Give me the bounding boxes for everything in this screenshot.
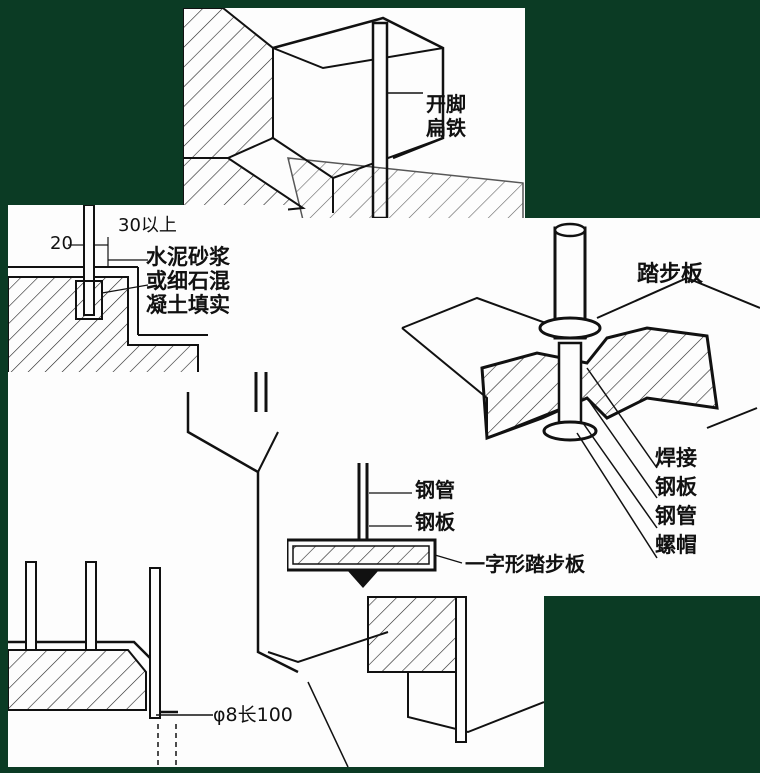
label-open-foot: 开脚: [426, 92, 466, 116]
dim-20: 20: [50, 233, 73, 254]
panel-top-center: 开脚 扁铁: [183, 8, 525, 220]
ladder-rung-drawing: [183, 8, 524, 220]
label-tube-detail: 钢管: [415, 478, 455, 502]
dim-30-plus: 30以上: [118, 215, 177, 236]
label-tread-plate-title: 踏步板: [637, 262, 704, 287]
label-cement-mortar: 水泥砂浆: [146, 245, 230, 269]
tread-plate-drawing: [287, 222, 760, 588]
panel-right: 踏步板 焊接 钢板 钢管 螺帽 钢管 钢板 一字形踏步板: [287, 218, 760, 596]
callout-steel-tube: 钢管: [655, 504, 697, 528]
label-fine-aggregate: 或细石混: [146, 269, 230, 293]
callout-weld: 焊接: [655, 446, 697, 470]
label-flat-iron: 扁铁: [426, 116, 466, 140]
label-plate-detail: 钢板: [415, 510, 455, 534]
label-rod-phi8: φ8长100: [213, 704, 293, 726]
label-concrete-fill: 凝土填实: [146, 293, 230, 317]
panel-top-left: 20 30以上 水泥砂浆 或细石混 凝土填实: [8, 205, 288, 373]
callout-nut: 螺帽: [655, 533, 697, 557]
callout-steel-plate: 钢板: [655, 475, 697, 499]
rod-anchor-drawing: [8, 372, 544, 767]
anchor-detail-drawing: [8, 205, 208, 373]
label-flat-tread: 一字形踏步板: [465, 552, 585, 576]
